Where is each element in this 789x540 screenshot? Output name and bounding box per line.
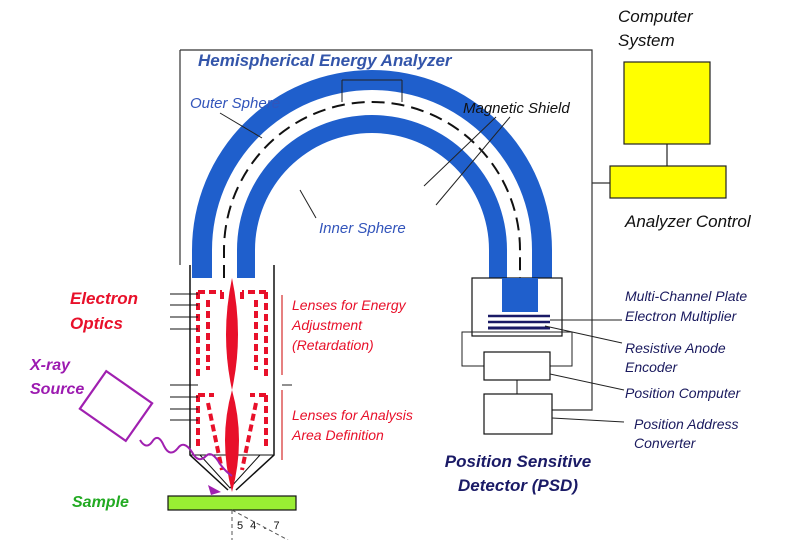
lens-electrodes-upper <box>196 290 268 380</box>
computer-system-label-1: Computer <box>618 7 693 26</box>
lenses-analysis-label-1: Lenses for Analysis <box>292 407 413 423</box>
xray-source-box <box>78 369 154 443</box>
magnetic-shield-label: Magnetic Shield <box>463 100 570 117</box>
lens-leads <box>170 293 198 421</box>
anode-pointer <box>544 325 623 344</box>
xray-source-label-2: Source <box>30 381 85 398</box>
lenses-analysis-label-2: Area Definition <box>292 427 384 443</box>
xray-beam <box>139 436 233 477</box>
lenses-energy-label-3: (Retardation) <box>292 337 374 353</box>
computer-system-box <box>623 61 711 145</box>
anode-label-2: Encoder <box>625 359 678 375</box>
housing-outline <box>180 49 593 411</box>
inner-sphere <box>237 115 507 278</box>
shield-pointer-b <box>435 116 511 206</box>
address-pointer <box>551 417 625 423</box>
electron-optics-label-1: Electron <box>70 289 139 308</box>
beam-lower <box>225 390 239 492</box>
outer-sphere-pointer <box>219 112 263 139</box>
electron-trajectory <box>223 101 521 312</box>
xray-source-label-1: X-ray <box>30 357 71 374</box>
computer-system-label-2: System <box>618 31 675 50</box>
psd-label-2: Detector (PSD) <box>458 476 578 495</box>
emission-angle-label: 5 4 . 7 <box>237 520 282 532</box>
beam-upper <box>226 278 238 390</box>
outer-sphere-label: Outer Sphere <box>190 95 281 112</box>
pac-label-2: Converter <box>634 435 696 451</box>
inner-sphere-label: Inner Sphere <box>319 220 406 237</box>
inner-sphere-pointer <box>299 189 317 219</box>
psd-label-1: Position Sensitive <box>444 452 592 471</box>
lenses-energy-label-2: Adjustment <box>292 317 363 333</box>
mcp-label-2: Electron Multiplier <box>625 308 737 324</box>
anode-label-1: Resistive Anode <box>625 340 726 356</box>
pac-label-1: Position Address <box>634 416 739 432</box>
mcp-label-1: Multi-Channel Plate <box>625 288 748 304</box>
analyzer-control-label: Analyzer Control <box>625 212 751 231</box>
detector-entrance <box>502 278 538 312</box>
position-computer-box <box>483 351 551 381</box>
lenses-energy-label-1: Lenses for Energy <box>292 297 406 313</box>
analyzer-control-box <box>609 165 727 199</box>
electron-optics-label-2: Optics <box>70 314 123 333</box>
position-address-box <box>483 393 553 435</box>
analyzer-title: Hemispherical Energy Analyzer <box>198 51 452 70</box>
shield-pointer-a <box>423 116 497 187</box>
sample-plate <box>167 495 297 511</box>
sample-label: Sample <box>72 494 129 511</box>
computer-pointer <box>549 373 625 391</box>
position-computer-label: Position Computer <box>625 385 741 401</box>
lens-electrodes-lower <box>196 393 268 471</box>
